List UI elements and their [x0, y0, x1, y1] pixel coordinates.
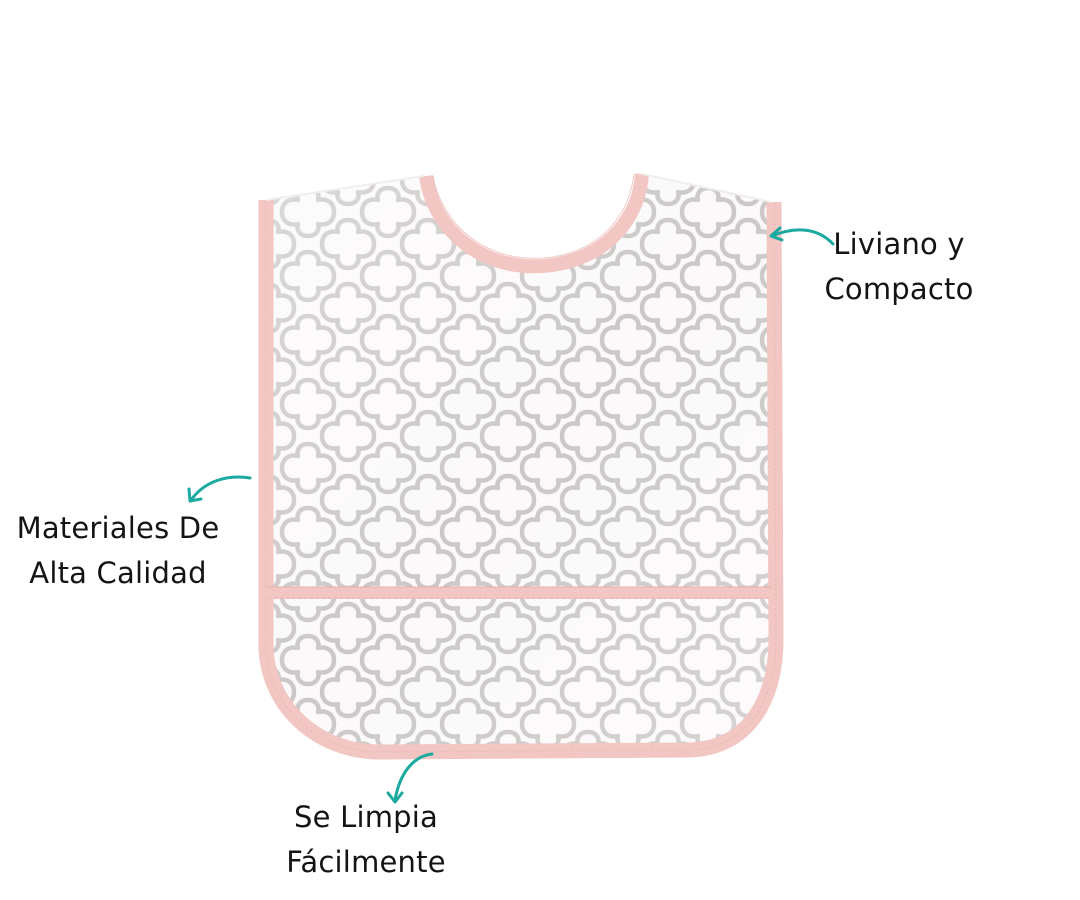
- callout-line: Compacto: [824, 272, 974, 306]
- callout-lightweight: Liviano y Compacto: [818, 222, 980, 312]
- callout-materials: Materiales De Alta Calidad: [8, 506, 228, 596]
- callout-line: Alta Calidad: [29, 556, 207, 590]
- callout-line: Se Limpia: [294, 800, 438, 834]
- callout-cleaning: Se Limpia Fácilmente: [276, 795, 456, 885]
- callout-line: Fácilmente: [286, 845, 446, 879]
- callout-line: Materiales De: [16, 511, 220, 545]
- callout-line: Liviano y: [833, 227, 965, 261]
- bib-pocket-binding: [266, 587, 774, 599]
- bib-fabric: [266, 174, 776, 752]
- bib-binding-neck: [419, 173, 649, 274]
